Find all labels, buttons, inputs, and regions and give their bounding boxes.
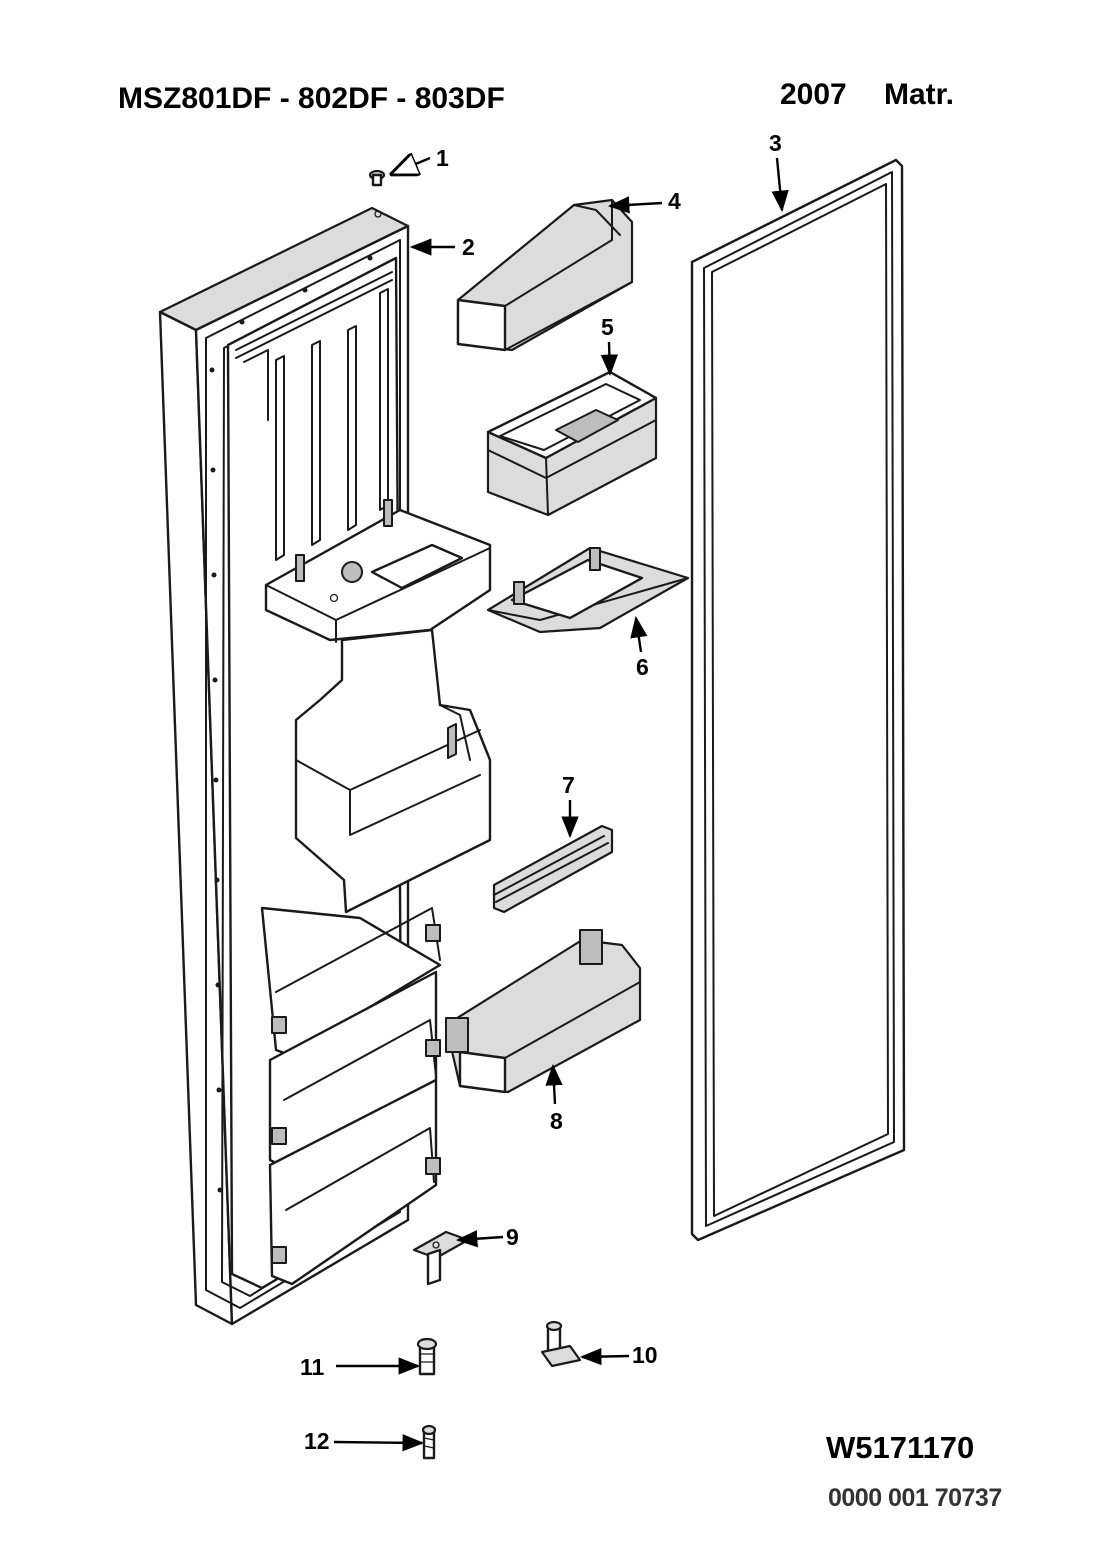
callout-6: 6 [636, 654, 649, 680]
callout-5: 5 [601, 314, 614, 340]
part-number: 0000 001 70737 [828, 1484, 1002, 1512]
door-gasket [692, 160, 904, 1240]
leader-3 [771, 158, 789, 213]
callout-leaders [334, 158, 789, 1452]
callout-12: 12 [304, 1428, 330, 1454]
hinge-pin [542, 1322, 580, 1366]
plug-screw [370, 171, 384, 185]
leader-12 [334, 1434, 425, 1452]
matr-label: Matr. [884, 78, 955, 111]
trim-strip [494, 826, 612, 912]
lower-liner-bins [262, 908, 440, 1284]
leader-1 [392, 158, 430, 174]
callout-2: 2 [462, 234, 475, 260]
leader-5 [600, 342, 619, 377]
bucket-support [488, 548, 688, 632]
callout-9: 9 [506, 1224, 519, 1250]
hinge-screw [423, 1426, 435, 1458]
leader-4 [607, 196, 662, 214]
leader-9 [455, 1230, 503, 1248]
ice-bucket [488, 372, 656, 515]
year-label: 2007 [780, 78, 847, 111]
hinge-bolt [418, 1339, 436, 1374]
callout-1: 1 [436, 145, 449, 171]
callout-8: 8 [550, 1108, 563, 1134]
callout-10: 10 [632, 1342, 658, 1368]
door-screw-holes [209, 211, 382, 1193]
callout-4: 4 [668, 188, 681, 214]
callout-7: 7 [562, 772, 575, 798]
callout-11: 11 [300, 1354, 325, 1380]
diagram-title: MSZ801DF - 802DF - 803DF [118, 82, 505, 115]
leader-6 [630, 615, 648, 652]
callout-3: 3 [769, 130, 782, 156]
document-id: W5171170 [826, 1430, 975, 1465]
dispenser-housing [266, 500, 490, 642]
leader-10 [579, 1347, 629, 1366]
lower-door-shelf [446, 930, 640, 1092]
ice-chute [296, 630, 490, 912]
leader-8 [545, 1063, 563, 1104]
